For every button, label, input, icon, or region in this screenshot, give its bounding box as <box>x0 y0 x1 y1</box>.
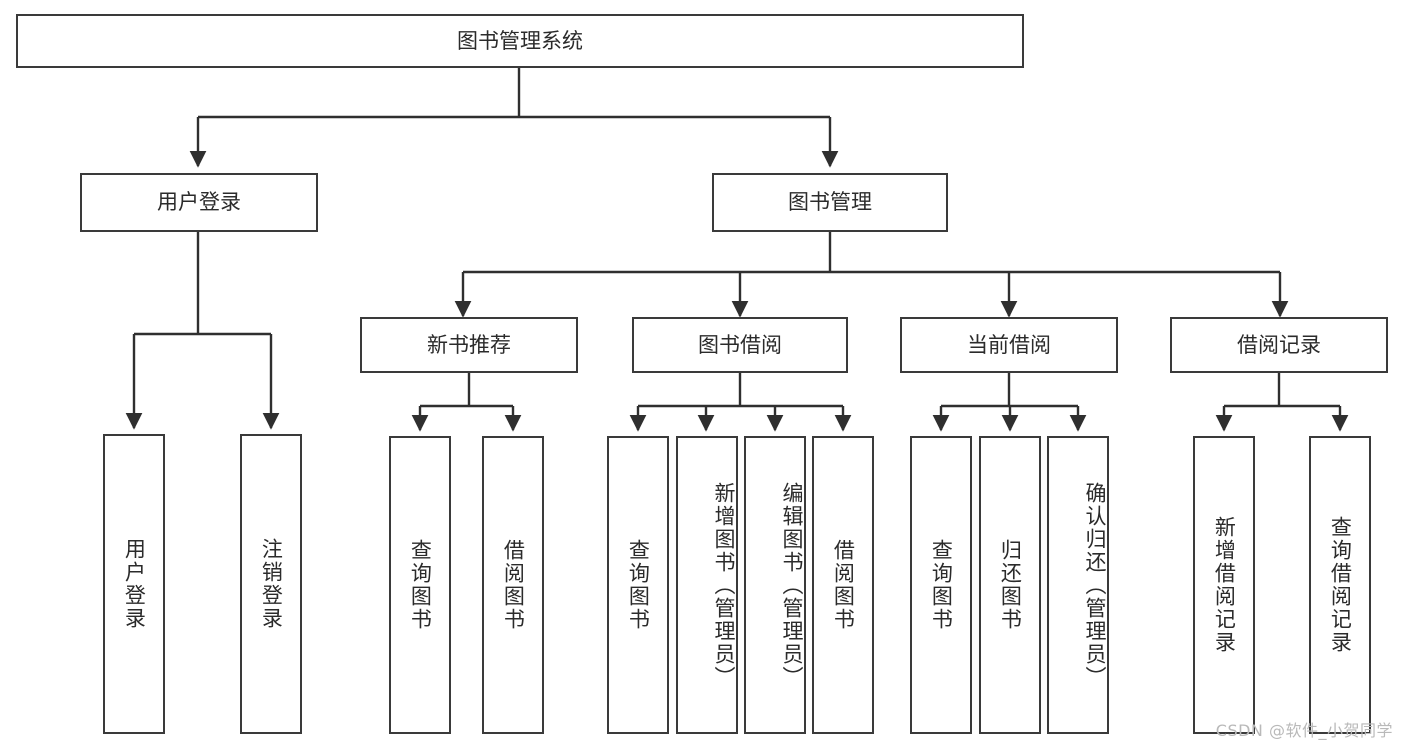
leaf-borrow-borrow-book[interactable]: 借阅图书 <box>812 436 874 734</box>
leaf-user-login-logout[interactable]: 注销登录 <box>240 434 302 734</box>
node-book-borrow-label: 图书借阅 <box>698 332 782 357</box>
leaf-label: 编辑图书（管理员） <box>780 481 804 689</box>
node-book-management[interactable]: 图书管理 <box>712 173 948 232</box>
leaf-label: 新增图书（管理员） <box>712 481 736 689</box>
leaf-record-add-record[interactable]: 新增借阅记录 <box>1193 436 1255 734</box>
leaf-label: 归还图书 <box>998 539 1023 631</box>
node-user-login-label: 用户登录 <box>157 190 241 215</box>
leaf-current-confirm-return-admin[interactable]: 确认归还（管理员） <box>1047 436 1109 734</box>
node-book-borrow[interactable]: 图书借阅 <box>632 317 848 373</box>
leaf-label: 确认归还（管理员） <box>1083 481 1107 689</box>
leaf-label: 查询图书 <box>626 539 651 631</box>
node-root[interactable]: 图书管理系统 <box>16 14 1024 68</box>
node-root-label: 图书管理系统 <box>457 28 583 53</box>
leaf-label: 注销登录 <box>259 538 284 630</box>
leaf-new-book-borrow[interactable]: 借阅图书 <box>482 436 544 734</box>
node-user-login[interactable]: 用户登录 <box>80 173 318 232</box>
leaf-label: 用户登录 <box>122 538 147 630</box>
leaf-borrow-edit-book-admin[interactable]: 编辑图书（管理员） <box>744 436 806 734</box>
leaf-label: 查询借阅记录 <box>1328 516 1353 654</box>
leaf-current-return-book[interactable]: 归还图书 <box>979 436 1041 734</box>
leaf-user-login-login[interactable]: 用户登录 <box>103 434 165 734</box>
node-current-borrow[interactable]: 当前借阅 <box>900 317 1118 373</box>
watermark: CSDN @软件_小贺同学 <box>1215 721 1393 740</box>
node-borrow-record[interactable]: 借阅记录 <box>1170 317 1388 373</box>
leaf-new-book-query[interactable]: 查询图书 <box>389 436 451 734</box>
node-new-book-recommend-label: 新书推荐 <box>427 332 511 357</box>
node-current-borrow-label: 当前借阅 <box>967 332 1051 357</box>
node-book-management-label: 图书管理 <box>788 190 872 215</box>
leaf-current-query-book[interactable]: 查询图书 <box>910 436 972 734</box>
leaf-borrow-add-book-admin[interactable]: 新增图书（管理员） <box>676 436 738 734</box>
leaf-label: 查询图书 <box>408 539 433 631</box>
leaf-borrow-query-book[interactable]: 查询图书 <box>607 436 669 734</box>
leaf-label: 借阅图书 <box>501 539 526 631</box>
leaf-label: 新增借阅记录 <box>1212 516 1237 654</box>
node-new-book-recommend[interactable]: 新书推荐 <box>360 317 578 373</box>
leaf-record-query-record[interactable]: 查询借阅记录 <box>1309 436 1371 734</box>
node-borrow-record-label: 借阅记录 <box>1237 332 1321 357</box>
leaf-label: 借阅图书 <box>831 539 856 631</box>
leaf-label: 查询图书 <box>929 539 954 631</box>
